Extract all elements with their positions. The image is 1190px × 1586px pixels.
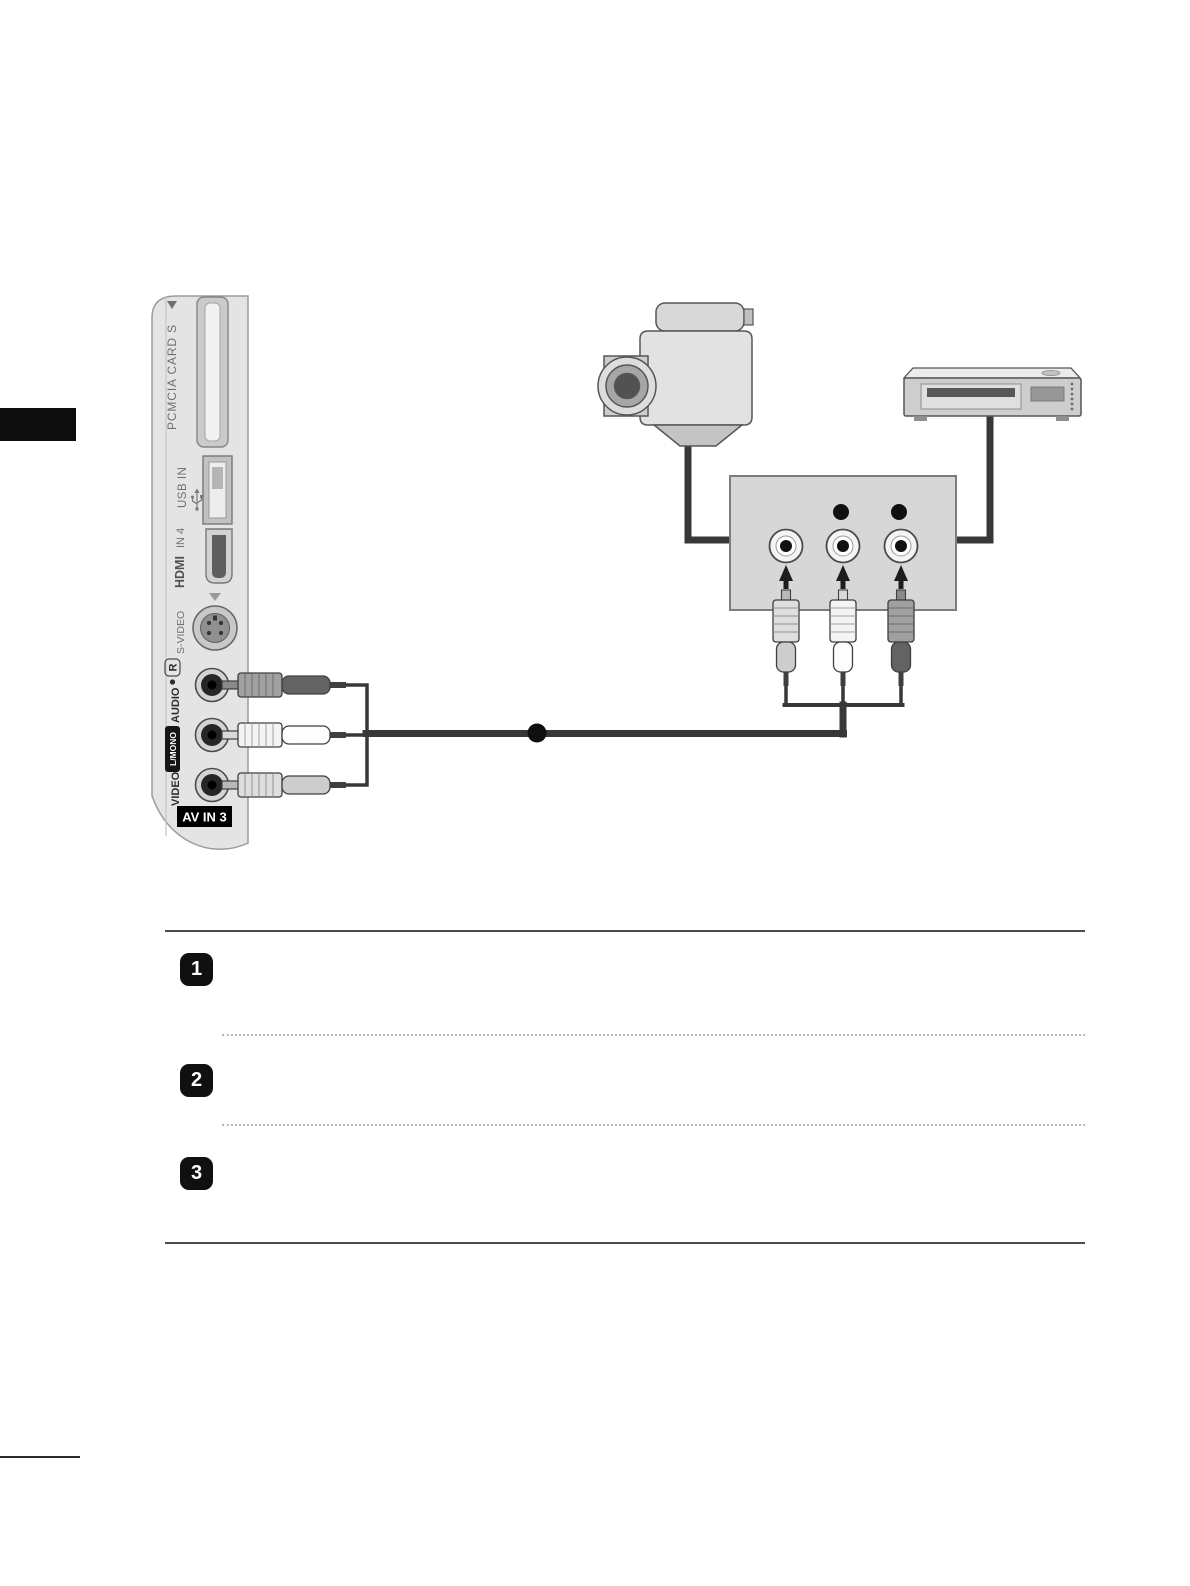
down-arrow-icon — [209, 593, 221, 601]
audio-bullet — [169, 679, 176, 685]
plug-direction-arrows — [779, 565, 908, 589]
audio-r-label: R — [168, 663, 180, 671]
section-divider-top — [165, 930, 1085, 932]
svideo-label: S-VIDEO — [175, 611, 187, 654]
usb-icon — [191, 488, 203, 511]
vcr-vents — [1070, 382, 1074, 411]
device-plug-audio-r — [887, 589, 915, 686]
usb-port — [202, 455, 233, 525]
box-jack-audio-r — [883, 528, 919, 564]
hdmi-in-label: IN 4 — [175, 528, 187, 548]
av-cable-device-side — [782, 684, 905, 738]
section-divider-bottom — [165, 1242, 1085, 1244]
hdmi-port — [205, 528, 233, 584]
footer-rule — [0, 1456, 80, 1458]
audio-lmono-box — [165, 726, 180, 772]
av-in3-badge — [177, 806, 232, 827]
pcmcia-label: PCMCIA CARD S — [165, 324, 179, 430]
pcmcia-card-slot — [196, 296, 229, 448]
hdmi-logo-label: HDMI — [173, 556, 187, 588]
down-arrow-icon — [167, 301, 177, 309]
usb-label: USB IN — [177, 467, 189, 508]
camcorder-cable — [684, 436, 738, 544]
av-jack-audio-l — [194, 717, 230, 753]
vcr-cable — [947, 408, 994, 544]
step-2-badge: 2 — [180, 1064, 213, 1097]
rca-plug-audio-l — [221, 722, 346, 748]
av-jack-video — [194, 767, 230, 803]
audio-lmono-label: L/MONO — [168, 732, 178, 766]
box-jack-video — [768, 528, 804, 564]
video-label: VIDEO — [170, 771, 182, 806]
vcr-icon — [902, 367, 1082, 421]
box-screw-dot — [891, 504, 907, 520]
rca-plug-video — [221, 772, 346, 798]
rca-plug-audio-r — [221, 672, 346, 698]
page-edge-tab — [0, 408, 76, 441]
camcorder-icon — [597, 302, 754, 447]
av-cable-tv-side — [342, 683, 847, 787]
step-1-badge: 1 — [180, 953, 213, 986]
av-connection-diagram: PCMCIA CARD S USB IN HDMI IN 4 — [151, 295, 1082, 851]
device-plug-audio-l — [829, 589, 857, 686]
audio-label: AUDIO — [170, 687, 182, 723]
step-divider-2 — [222, 1124, 1085, 1126]
box-jack-audio-l — [825, 528, 861, 564]
box-screw-dot — [833, 504, 849, 520]
av-in3-label: AV IN 3 — [182, 810, 227, 825]
step-divider-1 — [222, 1034, 1085, 1036]
audio-r-label-box — [164, 658, 181, 677]
cable-junction-dot — [527, 723, 547, 743]
device-plug-video — [772, 589, 800, 686]
svideo-port — [192, 605, 238, 651]
step-3-badge: 3 — [180, 1157, 213, 1190]
